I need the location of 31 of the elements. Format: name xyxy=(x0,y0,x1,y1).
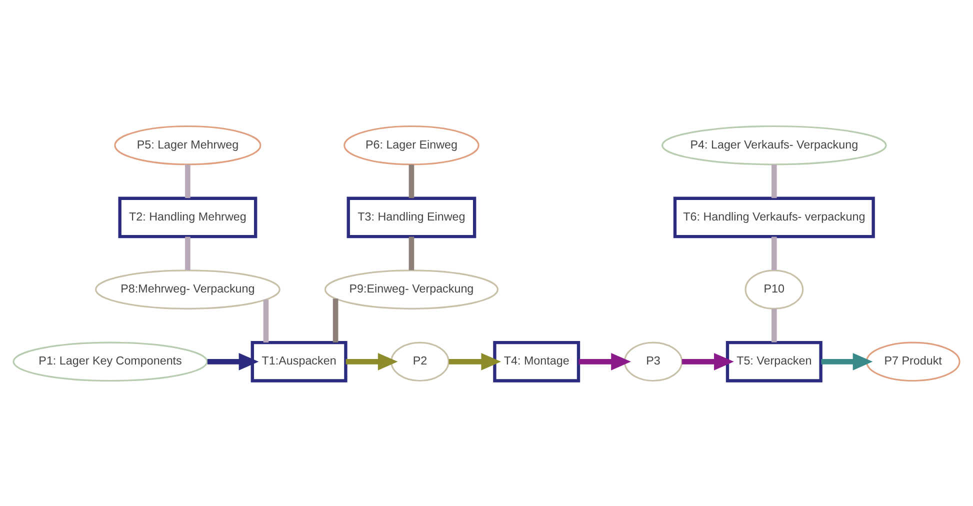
node-box: T3: Handling Einweg xyxy=(346,196,476,238)
node-ellipse: P7 Produkt xyxy=(866,341,960,382)
arrow xyxy=(682,352,734,370)
node-box: T4: Montage xyxy=(493,340,580,382)
connector xyxy=(185,236,190,270)
connector xyxy=(408,236,414,270)
node-box: T2: Handling Mehrweg xyxy=(118,196,258,238)
connector xyxy=(185,164,190,198)
node-box: T1:Auspacken xyxy=(250,340,348,382)
arrow xyxy=(821,352,873,370)
node-box: T5: Verpacken xyxy=(726,340,822,382)
node-ellipse: P4: Lager Verkaufs- Verpackung xyxy=(662,124,887,165)
connector xyxy=(332,298,338,342)
node-ellipse: P8:Mehrweg- Verpackung xyxy=(94,269,280,309)
connector xyxy=(408,164,414,198)
node-ellipse: P6: Lager Einweg xyxy=(344,124,480,165)
arrow xyxy=(448,352,502,370)
node-ellipse: P2 xyxy=(390,341,450,382)
node-ellipse: P5: Lager Mehrweg xyxy=(114,124,262,165)
arrow xyxy=(207,352,259,370)
arrow xyxy=(578,352,631,370)
connector xyxy=(772,164,777,198)
connector xyxy=(772,236,777,270)
node-ellipse: P9:Einweg- Verpackung xyxy=(324,269,499,309)
connector xyxy=(263,299,269,342)
node-ellipse: P1: Lager Key Components xyxy=(12,341,208,382)
node-ellipse: P10 xyxy=(744,269,804,309)
node-ellipse: P3 xyxy=(624,341,683,382)
node-box: T6: Handling Verkaufs- verpackung xyxy=(673,196,875,238)
connector xyxy=(772,308,777,342)
arrow xyxy=(346,352,398,370)
